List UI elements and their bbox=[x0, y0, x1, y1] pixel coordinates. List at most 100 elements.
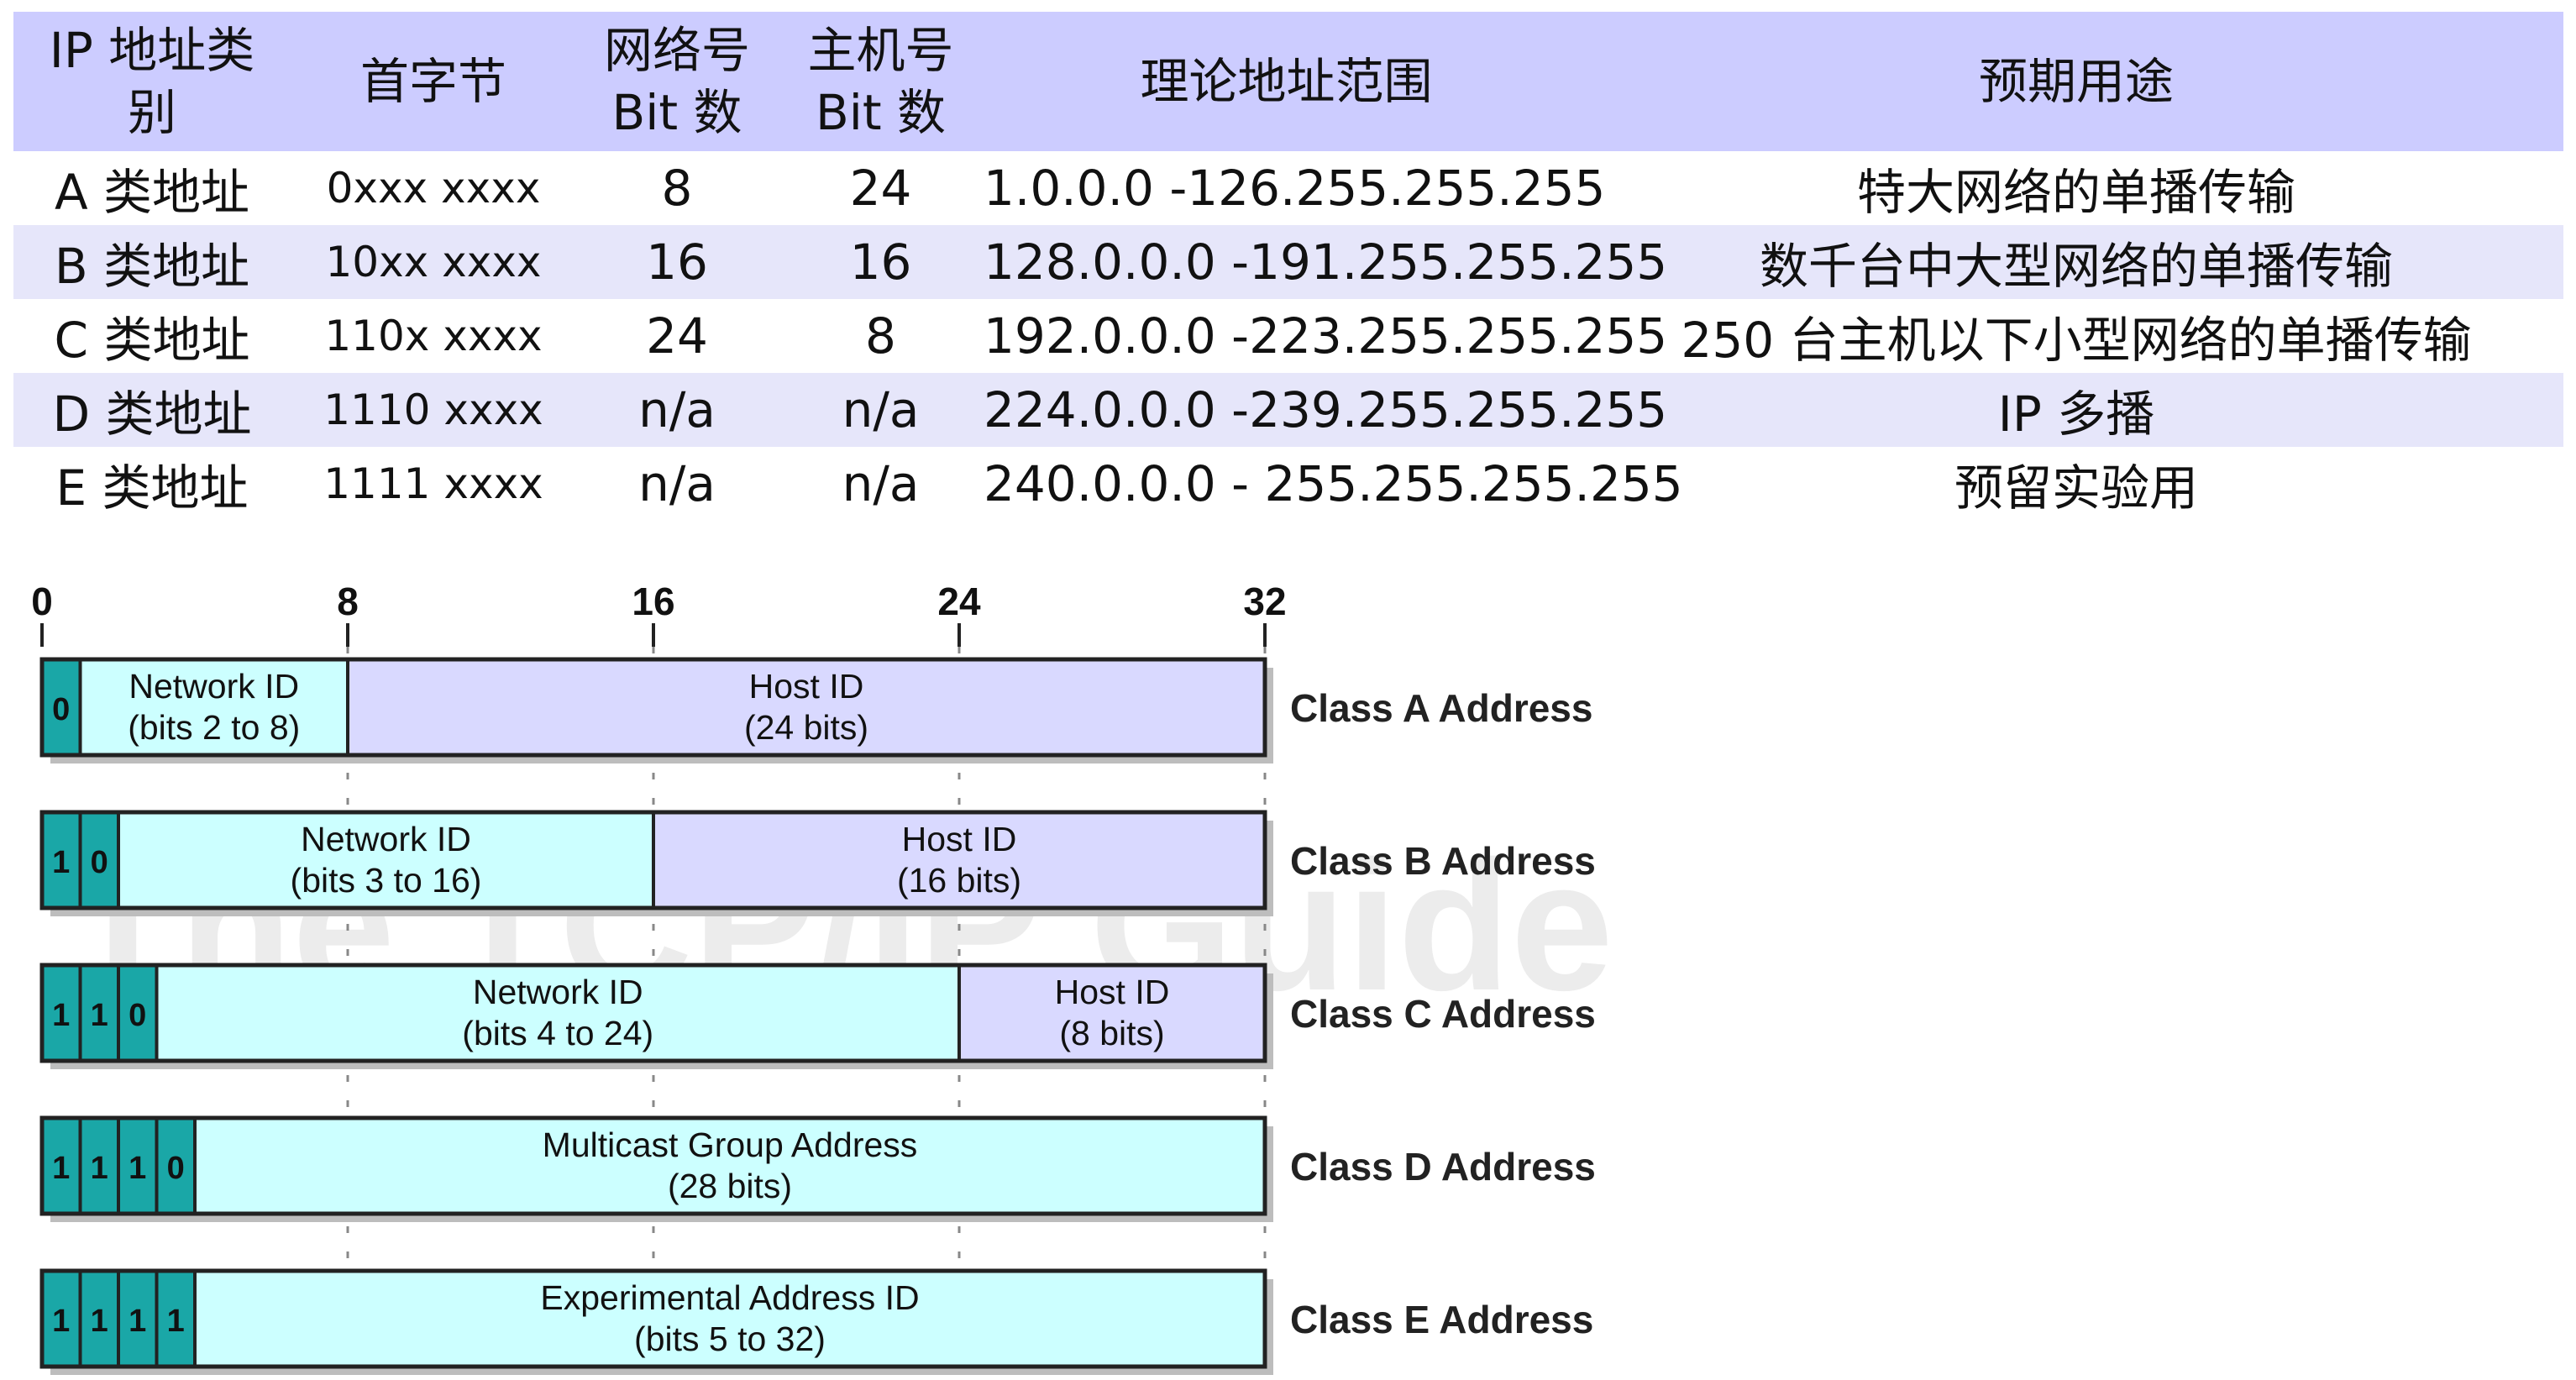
cell-class: C 类地址 bbox=[54, 312, 250, 369]
field-title: Multicast Group Address bbox=[543, 1126, 918, 1164]
cell-intended-use: 250 台主机以下小型网络的单播传输 bbox=[1681, 312, 2472, 369]
prefix-bit-value: 1 bbox=[91, 1304, 108, 1339]
field-title: Experimental Address ID bbox=[540, 1278, 919, 1317]
prefix-bit-value: 1 bbox=[52, 1151, 70, 1186]
table-row: E 类地址 1111 xxxx n/a n/a 240.0.0.0 - 255.255.… bbox=[13, 447, 2563, 521]
header-first-byte: 首字节 bbox=[291, 12, 576, 151]
field-bits: (bits 3 to 16) bbox=[291, 861, 482, 900]
header-address-range: 理论地址范围 bbox=[984, 12, 1589, 151]
field-bits: (24 bits) bbox=[744, 708, 868, 747]
prefix-bit-value: 1 bbox=[52, 1304, 70, 1339]
cell-network-bits: n/a bbox=[576, 373, 778, 447]
header-host-bits: 主机号 Bit 数 bbox=[778, 12, 984, 151]
cell-host-bits: 24 bbox=[849, 160, 912, 217]
field-title: Host ID bbox=[902, 820, 1017, 858]
cell-intended-use: 特大网络的单播传输 bbox=[1856, 164, 2295, 221]
table-header: IP 地址类别 首字节 网络号 Bit 数 主机号 Bit 数 理论地址范围 预… bbox=[13, 12, 2563, 151]
field-title: Network ID bbox=[301, 820, 471, 858]
address-bar-outline bbox=[39, 1115, 1267, 1216]
cell-class: A 类地址 bbox=[54, 164, 250, 221]
cell-class: B 类地址 bbox=[13, 225, 291, 299]
cell-address-range: 192.0.0.0 -223.255.255.255 bbox=[984, 307, 1668, 365]
cell-intended-use: 预留实验用 bbox=[1954, 459, 2198, 517]
prefix-bit-value: 0 bbox=[167, 1151, 185, 1186]
cell-address-range: 224.0.0.0 -239.255.255.255 bbox=[984, 373, 1667, 447]
bit-tick-label: 8 bbox=[337, 580, 359, 623]
prefix-bit-cell bbox=[78, 963, 120, 1063]
header-row: IP 地址类别 首字节 网络号 Bit 数 主机号 Bit 数 理论地址范围 预… bbox=[13, 12, 2563, 151]
cell-first-byte: 0xxx xxxx bbox=[326, 164, 541, 213]
header-network-bits: 网络号 Bit 数 bbox=[576, 12, 778, 151]
network-id-field bbox=[117, 811, 655, 910]
prefix-bit-value: 0 bbox=[129, 998, 146, 1033]
cell-host-bits: 8 bbox=[865, 307, 896, 365]
field-bits: (bits 4 to 24) bbox=[462, 1014, 653, 1052]
network-id-field bbox=[193, 1269, 1267, 1368]
table-row: C 类地址 110x xxxx 24 8 192.0.0.0 -223.255.255.… bbox=[13, 299, 2563, 373]
cell-intended-use: 数千台中大型网络的单播传输 bbox=[1589, 225, 2563, 299]
cell-first-byte: 1110 xxxx bbox=[291, 373, 576, 447]
bit-tick-label: 32 bbox=[1243, 580, 1286, 623]
prefix-bit-value: 0 bbox=[52, 692, 70, 727]
field-title: Host ID bbox=[1055, 973, 1170, 1011]
prefix-bit-value: 1 bbox=[91, 1151, 108, 1186]
field-title: Network ID bbox=[129, 667, 299, 706]
cell-address-range: 240.0.0.0 - 255.255.255.255 bbox=[984, 455, 1683, 512]
network-id-field bbox=[155, 963, 961, 1063]
host-id-field bbox=[957, 963, 1267, 1063]
cell-first-byte: 110x xxxx bbox=[324, 312, 543, 360]
cell-intended-use: IP 多播 bbox=[1589, 373, 2563, 447]
network-id-field bbox=[193, 1116, 1267, 1215]
cell-network-bits: 8 bbox=[661, 160, 693, 217]
cell-network-bits: n/a bbox=[638, 455, 716, 512]
table-row: A 类地址 0xxx xxxx 8 24 1.0.0.0 -126.255.255.25… bbox=[13, 151, 2563, 225]
prefix-bit-value: 1 bbox=[52, 845, 70, 880]
field-title: Network ID bbox=[473, 973, 643, 1011]
field-bits: (8 bits) bbox=[1059, 1014, 1164, 1052]
cell-host-bits: 16 bbox=[778, 225, 984, 299]
host-id-field bbox=[346, 658, 1267, 757]
prefix-bit-value: 1 bbox=[52, 998, 70, 1033]
class-address-label: Class B Address bbox=[1290, 839, 1596, 883]
field-bits: (bits 2 to 8) bbox=[128, 708, 300, 747]
cell-host-bits: n/a bbox=[778, 373, 984, 447]
address-bar-outline bbox=[39, 657, 1267, 758]
bit-tick-label: 0 bbox=[31, 580, 53, 623]
address-bar-outline bbox=[39, 963, 1267, 1063]
cell-first-byte: 1111 xxxx bbox=[323, 459, 543, 508]
class-address-label: Class D Address bbox=[1290, 1145, 1596, 1188]
field-title: Host ID bbox=[749, 667, 864, 706]
address-bar-outline bbox=[39, 810, 1267, 910]
header-class: IP 地址类别 bbox=[13, 12, 291, 151]
prefix-bit-value: 1 bbox=[129, 1304, 146, 1339]
prefix-bit-value: 1 bbox=[129, 1151, 146, 1186]
field-bits: (28 bits) bbox=[668, 1167, 792, 1205]
cell-address-range: 128.0.0.0 -191.255.255.255 bbox=[984, 225, 1667, 299]
address-bar-outline bbox=[39, 1268, 1267, 1369]
cell-network-bits: 16 bbox=[576, 225, 778, 299]
header-intended-use: 预期用途 bbox=[1589, 12, 2563, 151]
cell-address-range: 1.0.0.0 -126.255.255.255 bbox=[984, 160, 1606, 217]
bit-tick-label: 16 bbox=[632, 580, 674, 623]
cell-class: D 类地址 bbox=[13, 373, 291, 447]
cell-class: E 类地址 bbox=[55, 459, 249, 517]
table-body: A 类地址 0xxx xxxx 8 24 1.0.0.0 -126.255.255.25… bbox=[13, 151, 2563, 521]
prefix-bit-value: 1 bbox=[91, 998, 108, 1033]
class-address-label: Class C Address bbox=[1290, 992, 1596, 1036]
field-bits: (bits 5 to 32) bbox=[634, 1320, 826, 1358]
cell-host-bits: n/a bbox=[842, 455, 920, 512]
bit-tick-label: 24 bbox=[937, 580, 981, 623]
network-id-field bbox=[78, 658, 349, 757]
prefix-bit-value: 1 bbox=[167, 1304, 185, 1339]
cell-first-byte: 10xx xxxx bbox=[291, 225, 576, 299]
class-address-label: Class A Address bbox=[1290, 686, 1592, 730]
prefix-bit-cell bbox=[117, 1116, 159, 1215]
cell-network-bits: 24 bbox=[646, 307, 708, 365]
ip-class-table: IP 地址类别 首字节 网络号 Bit 数 主机号 Bit 数 理论地址范围 预… bbox=[13, 12, 2563, 521]
class-address-label: Class E Address bbox=[1290, 1298, 1593, 1341]
field-bits: (16 bits) bbox=[897, 861, 1021, 900]
prefix-bit-value: 0 bbox=[91, 845, 108, 880]
